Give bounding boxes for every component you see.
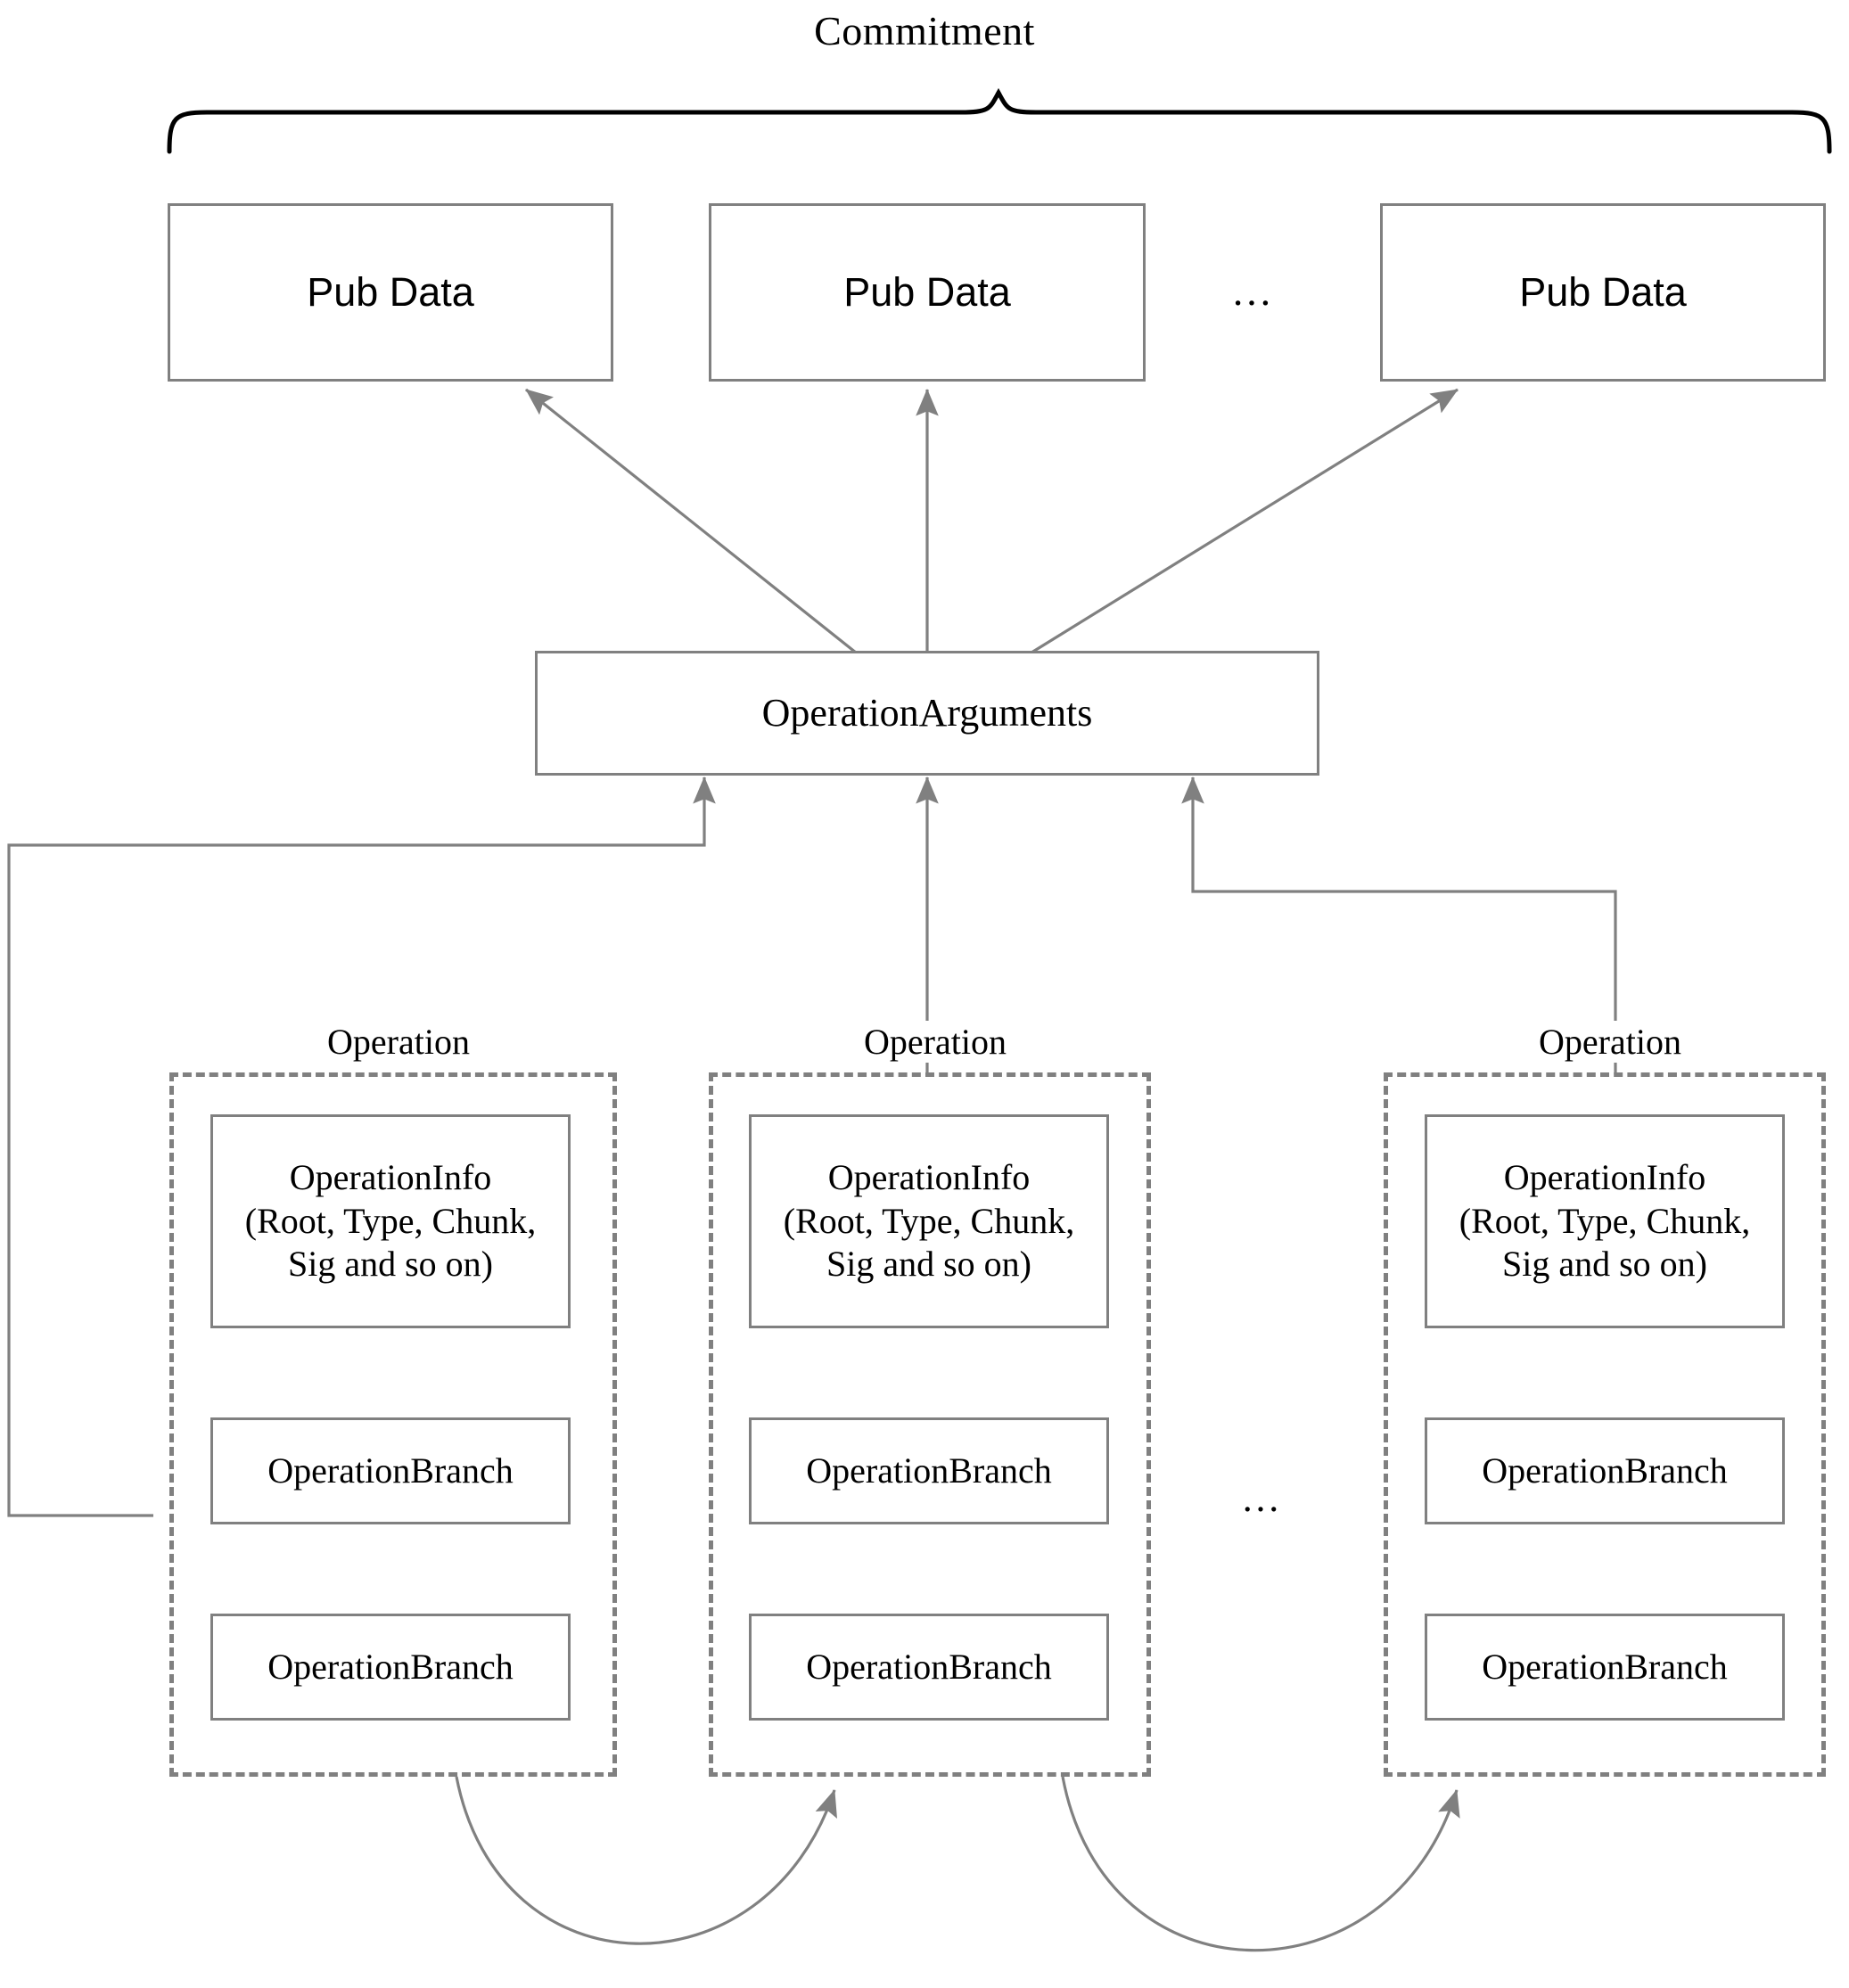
operation-info-line2-3: (Root, Type, Chunk, <box>1459 1200 1751 1241</box>
operation-branch-box-1a: OperationBranch <box>210 1417 571 1524</box>
arrow-args-to-pubdata-1 <box>525 388 857 654</box>
operation-info-box-3: OperationInfo (Root, Type, Chunk, Sig an… <box>1425 1114 1785 1328</box>
operation-group-2 <box>709 1072 1151 1777</box>
operation-info-line1-2: OperationInfo <box>827 1156 1031 1197</box>
pub-data-box-1: Pub Data <box>168 203 613 382</box>
pub-data-ellipsis: … <box>1231 268 1274 314</box>
pub-data-label-3: Pub Data <box>1519 268 1687 315</box>
operation-info-line2-1: (Root, Type, Chunk, <box>244 1200 537 1241</box>
operation-info-line3-1: Sig and so on) <box>288 1244 493 1285</box>
operation-branch-label-2b: OperationBranch <box>806 1646 1052 1687</box>
operation-group-label-1: Operation <box>169 1021 628 1063</box>
operation-arguments-label: OperationArguments <box>761 691 1093 735</box>
operation-branch-box-3a: OperationBranch <box>1425 1417 1785 1524</box>
operation-branch-box-1b: OperationBranch <box>210 1614 571 1721</box>
operation-group-label-2: Operation <box>709 1021 1162 1063</box>
arrow-args-to-pubdata-3 <box>1031 388 1459 654</box>
operation-arguments-box: OperationArguments <box>535 651 1319 776</box>
pub-data-box-2: Pub Data <box>709 203 1146 382</box>
arrow-operation-1-to-operation-2 <box>455 1776 837 1945</box>
operation-branch-label-3b: OperationBranch <box>1482 1646 1728 1687</box>
operation-info-line1-1: OperationInfo <box>289 1156 492 1197</box>
operation-info-line3-3: Sig and so on) <box>1502 1244 1707 1285</box>
operation-group-1 <box>169 1072 617 1777</box>
operation-branch-box-2b: OperationBranch <box>749 1614 1109 1721</box>
page-title: Commitment <box>814 8 1035 53</box>
operation-branch-label-1a: OperationBranch <box>267 1450 514 1491</box>
operation-branch-label-3a: OperationBranch <box>1482 1450 1728 1491</box>
operation-branch-label-1b: OperationBranch <box>267 1646 514 1687</box>
operation-info-line2-2: (Root, Type, Chunk, <box>783 1200 1075 1241</box>
operation-branch-box-3b: OperationBranch <box>1425 1614 1785 1721</box>
operation-branch-box-2a: OperationBranch <box>749 1417 1109 1524</box>
operation-info-box-1: OperationInfo (Root, Type, Chunk, Sig an… <box>210 1114 571 1328</box>
pub-data-label-1: Pub Data <box>307 268 474 315</box>
operation-info-line3-2: Sig and so on) <box>826 1244 1031 1285</box>
operations-ellipsis: … <box>1241 1476 1282 1520</box>
operation-group-3 <box>1384 1072 1826 1777</box>
operation-group-label-3: Operation <box>1384 1021 1837 1063</box>
operation-info-box-2: OperationInfo (Root, Type, Chunk, Sig an… <box>749 1114 1109 1328</box>
commitment-brace <box>167 87 1832 154</box>
pub-data-box-3: Pub Data <box>1380 203 1826 382</box>
arrow-operation-2-to-operation-3 <box>1061 1776 1460 1952</box>
operation-branch-label-2a: OperationBranch <box>806 1450 1052 1491</box>
operation-info-line1-3: OperationInfo <box>1503 1156 1706 1197</box>
pub-data-label-2: Pub Data <box>843 268 1011 315</box>
